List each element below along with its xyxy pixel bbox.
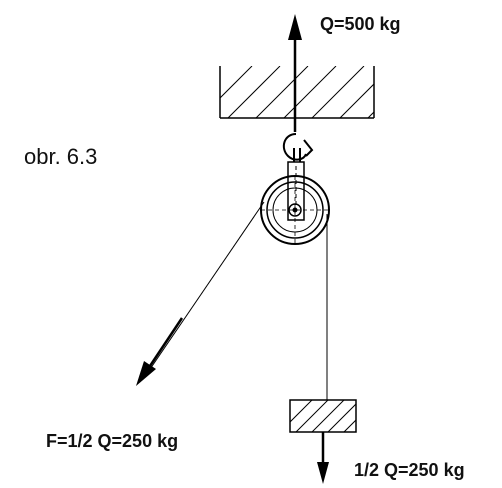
hanging-weight	[289, 399, 357, 433]
pull-force-arrow	[136, 317, 184, 386]
pull-force-label: F=1/2 Q=250 kg	[46, 431, 178, 451]
figure-caption: obr. 6.3	[24, 144, 97, 169]
load-force-label: 1/2 Q=250 kg	[354, 460, 465, 480]
load-force-arrow	[317, 432, 329, 484]
rope-pull-side	[143, 201, 265, 379]
ceiling-support	[219, 66, 375, 119]
hook	[282, 133, 314, 162]
pulley-strap	[287, 161, 305, 221]
pulley-wheel	[260, 175, 330, 245]
top-force-label: Q=500 kg	[320, 14, 401, 34]
top-force-arrow	[288, 14, 302, 132]
